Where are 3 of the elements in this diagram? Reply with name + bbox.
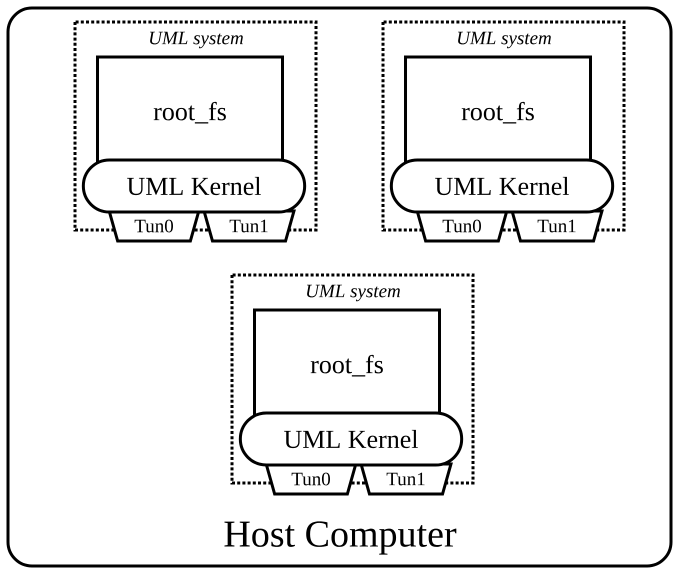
filesystem-box: root_fs: [404, 56, 592, 166]
filesystem-box: root_fs: [96, 56, 284, 166]
filesystem-box: root_fs: [253, 308, 441, 420]
